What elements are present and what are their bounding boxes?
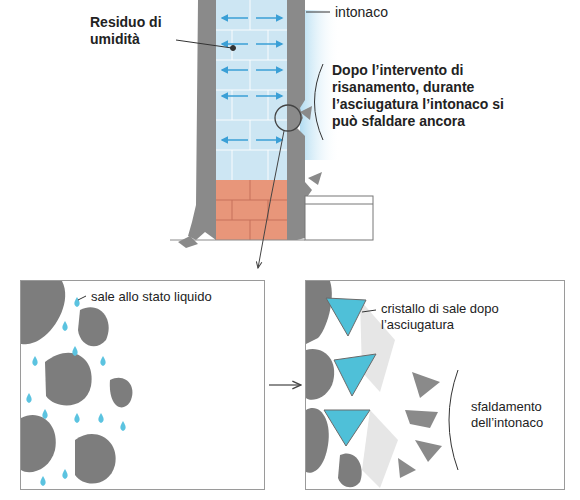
leader-lines — [231, 46, 236, 51]
detail-panel: sale allo stato liquido — [20, 280, 265, 490]
callout-label: intonaco — [335, 4, 455, 21]
moisture-arrows — [222, 95, 248, 97]
liquid-salt-detail — [98, 413, 103, 423]
salt-crystal-detail — [334, 354, 376, 396]
salt-crystal-detail — [362, 410, 398, 488]
moisture-arrows — [256, 139, 282, 141]
liquid-salt-detail — [32, 356, 37, 366]
liquid-salt-detail — [26, 393, 31, 403]
floor-step — [305, 196, 373, 240]
plaster — [178, 236, 198, 248]
plaster — [188, 0, 216, 240]
detail-callout — [258, 131, 284, 268]
detail-callout — [258, 105, 301, 268]
salt-crystal-detail — [306, 349, 334, 400]
liquid-salt-detail — [62, 469, 67, 479]
salt-crystal-detail — [405, 410, 438, 428]
liquid-salt-detail — [26, 297, 125, 486]
liquid-salt-detail — [62, 321, 67, 331]
panel-label: cristallo di sale dopo l’asciugatura — [381, 301, 511, 332]
leader-lines — [306, 12, 330, 13]
wall-core — [215, 0, 288, 180]
liquid-salt-detail — [74, 297, 79, 307]
liquid-salt-detail — [75, 434, 116, 484]
moisture-arrows — [222, 17, 248, 19]
wall-core — [215, 0, 288, 180]
moisture-arrows — [256, 43, 282, 45]
plaster — [300, 106, 312, 120]
plaster — [308, 172, 322, 185]
leader-lines — [176, 12, 330, 140]
liquid-salt-detail — [42, 409, 47, 419]
liquid-salt-detail — [21, 415, 56, 472]
liquid-salt-detail — [100, 356, 105, 366]
liquid-salt-detail — [21, 281, 132, 486]
moisture-arrows — [222, 69, 248, 71]
wall-core — [215, 180, 288, 240]
moisture-arrows — [222, 18, 282, 140]
liquid-salt-detail — [21, 281, 65, 344]
salt-crystal-detail — [324, 410, 370, 446]
wall-core — [232, 180, 268, 240]
salt-crystal-detail — [398, 458, 416, 478]
liquid-salt-detail — [78, 296, 86, 300]
panel-label: sale allo stato liquido — [91, 289, 241, 305]
liquid-salt-detail — [45, 353, 92, 406]
floor-step — [305, 204, 373, 205]
moisture-arrows — [256, 95, 282, 97]
panel-label: sfaldamento dell’intonaco — [471, 399, 563, 430]
salt-crystal-detail — [324, 298, 376, 446]
wall-core — [232, 0, 268, 180]
salt-crystal-detail — [338, 453, 362, 487]
callout-label: Dopo l’intervento di risanamento, durant… — [332, 62, 522, 130]
salt-crystal-detail — [415, 440, 442, 462]
liquid-salt-detail — [78, 307, 109, 346]
salt-crystal-detail — [326, 298, 366, 336]
salt-crystal-detail — [412, 372, 440, 398]
moisture-arrows — [256, 69, 282, 71]
salt-crystal-detail — [306, 281, 332, 344]
liquid-salt-detail — [21, 281, 132, 484]
liquid-salt-detail — [120, 421, 125, 431]
wall-core — [215, 30, 288, 150]
moisture-arrows — [222, 43, 248, 45]
salt-crystal-detail — [362, 310, 376, 312]
floor-step — [170, 196, 373, 240]
leader-lines — [176, 40, 232, 48]
salt-crystal-detail — [449, 370, 458, 470]
salt-crystal-detail — [306, 408, 329, 473]
moisture-arrows — [222, 139, 248, 141]
moisture-arrows — [256, 17, 282, 19]
wall-core — [215, 200, 288, 220]
wall-core — [215, 180, 288, 240]
liquid-salt-detail — [110, 378, 133, 408]
detail-panel: cristallo di sale dopo l’asciugatura sfal… — [305, 280, 565, 490]
plaster — [178, 0, 322, 248]
detail-callout — [275, 105, 301, 131]
liquid-salt-detail — [74, 413, 79, 423]
callout-label: Residuo di umidità — [90, 14, 190, 48]
floor-step — [170, 240, 305, 241]
salt-crystal-detail — [398, 372, 442, 478]
leader-lines — [315, 64, 324, 140]
flow-arrow — [269, 384, 301, 385]
liquid-salt-detail — [40, 476, 45, 486]
liquid-salt-detail — [72, 346, 77, 356]
wall-core — [215, 0, 288, 240]
